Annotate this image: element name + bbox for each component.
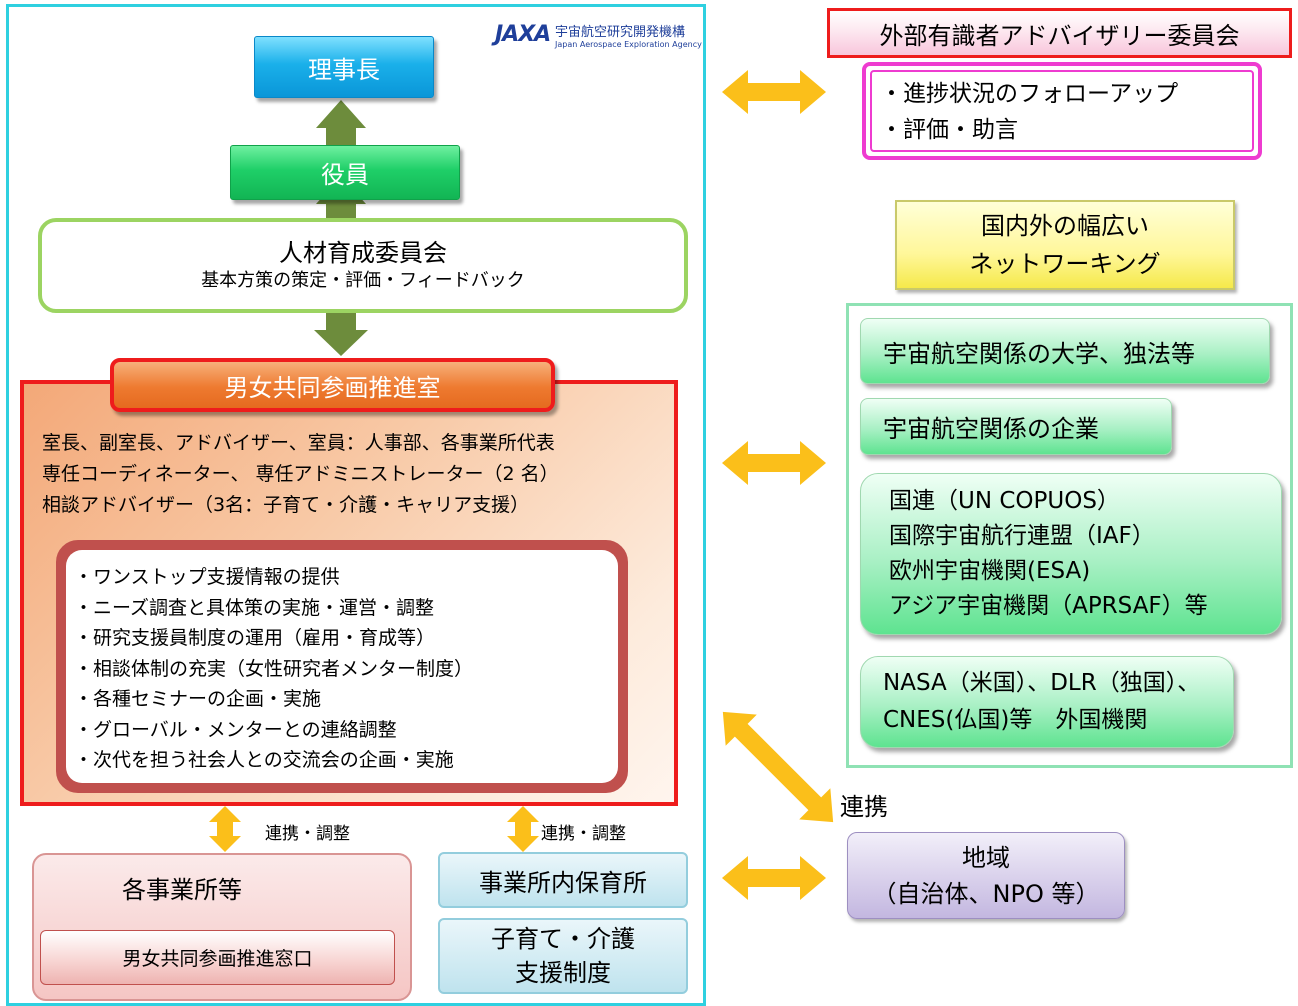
- double-arrow-region: [722, 856, 826, 900]
- branches-title: 各事業所等: [122, 875, 242, 904]
- region-line: 地域: [962, 843, 1010, 872]
- double-arrow-diagonal: [722, 711, 834, 823]
- gender-equality-window-box: 男女共同参画推進窓口: [40, 930, 395, 985]
- gender-equality-office-title: 男女共同参画推進室: [110, 358, 555, 412]
- task-item: ・研究支援員制度の運用（雇用・育成等）: [74, 627, 436, 649]
- partner-foreign-agencies: NASA（米国）、DLR（独国）、 CNES(仏国)等 外国機関: [860, 656, 1234, 748]
- partner-line: アジア宇宙機関（APRSAF）等: [889, 593, 1208, 619]
- advisory-item: ・評価・助言: [880, 117, 1018, 143]
- partner-international-orgs: 国連（UN COPUOS） 国際宇宙航行連盟（IAF） 欧州宇宙機関(ESA) …: [860, 473, 1282, 635]
- support-line: 支援制度: [515, 959, 611, 987]
- partner-line: NASA（米国）、DLR（独国）、: [883, 670, 1201, 696]
- nursery-box: 事業所内保育所: [438, 852, 688, 908]
- logo-mark: JAXA: [495, 22, 551, 47]
- partner-line: 国際宇宙航行連盟（IAF）: [889, 523, 1155, 549]
- networking-line: ネットワーキング: [969, 250, 1161, 278]
- office-members: 室長、副室長、アドバイザー、室員：人事部、各事業所代表 専任コーディネーター、 …: [42, 428, 672, 521]
- office-member-line: 室長、副室長、アドバイザー、室員：人事部、各事業所代表: [42, 432, 555, 454]
- task-item: ・ワンストップ支援情報の提供: [74, 566, 340, 588]
- link-label-branches: 連携・調整: [265, 824, 350, 844]
- hr-committee-title: 人材育成委員会: [279, 238, 447, 267]
- partner-line: CNES(仏国)等 外国機関: [883, 707, 1148, 733]
- partner-line: 国連（UN COPUOS）: [889, 488, 1120, 514]
- task-item: ・次代を担う社会人との交流会の企画・実施: [74, 749, 454, 771]
- task-item: ・各種セミナーの企画・実施: [74, 688, 322, 710]
- office-tasks-list: ・ワンストップ支援情報の提供 ・ニーズ調査と具体策の実施・運営・調整 ・研究支援…: [66, 550, 618, 783]
- double-arrow-nursery: [507, 806, 539, 852]
- executives-box: 役員: [230, 145, 460, 200]
- task-item: ・相談体制の充実（女性研究者メンター制度）: [74, 657, 474, 680]
- support-line: 子育て・介護: [491, 925, 635, 953]
- advisory-item: ・進捗状況のフォローアップ: [880, 81, 1179, 107]
- collaboration-label: 連携: [840, 793, 888, 821]
- task-item: ・グローバル・メンターとの連絡調整: [74, 718, 397, 741]
- organization-frame: [6, 4, 706, 1006]
- chairman-box: 理事長: [254, 36, 434, 98]
- hr-committee-box: 人材育成委員会 基本方策の策定・評価・フィードバック: [38, 218, 688, 313]
- hr-committee-subtitle: 基本方策の策定・評価・フィードバック: [201, 269, 525, 291]
- jaxa-logo: JAXA 宇宙航空研究開発機構 Japan Aerospace Explorat…: [495, 20, 702, 60]
- office-member-line: 専任コーディネーター、 専任アドミニストレーター（2 名）: [42, 463, 559, 485]
- partner-universities: 宇宙航空関係の大学、独法等: [860, 318, 1270, 384]
- partners-frame: [846, 303, 1293, 768]
- task-item: ・ニーズ調査と具体策の実施・運営・調整: [74, 596, 435, 619]
- region-box: 地域 （自治体、NPO 等）: [847, 832, 1125, 919]
- networking-title: 国内外の幅広い ネットワーキング: [895, 200, 1235, 290]
- double-arrow-advisory: [722, 70, 826, 114]
- double-arrow-partners: [722, 441, 826, 485]
- arrow-committee-to-office: [314, 313, 368, 356]
- support-system-box: 子育て・介護 支援制度: [438, 918, 688, 994]
- logo-name-ja: 宇宙航空研究開発機構: [555, 25, 686, 40]
- link-label-nursery: 連携・調整: [541, 824, 626, 844]
- arrow-exec-to-chairman: [316, 100, 366, 145]
- advisory-items: ・進捗状況のフォローアップ ・評価・助言: [870, 70, 1254, 152]
- advisory-box-frame: [862, 62, 1262, 160]
- office-member-line: 相談アドバイザー（3名：子育て・介護・キャリア支援）: [42, 494, 530, 516]
- partner-companies: 宇宙航空関係の企業: [860, 398, 1172, 455]
- partner-line: 欧州宇宙機関(ESA): [889, 558, 1091, 584]
- networking-line: 国内外の幅広い: [981, 212, 1149, 240]
- double-arrow-branches: [209, 806, 241, 852]
- advisory-committee-title: 外部有識者アドバイザリー委員会: [827, 8, 1292, 58]
- region-line: （自治体、NPO 等）: [872, 879, 1100, 908]
- logo-name-en: Japan Aerospace Exploration Agency: [555, 40, 702, 49]
